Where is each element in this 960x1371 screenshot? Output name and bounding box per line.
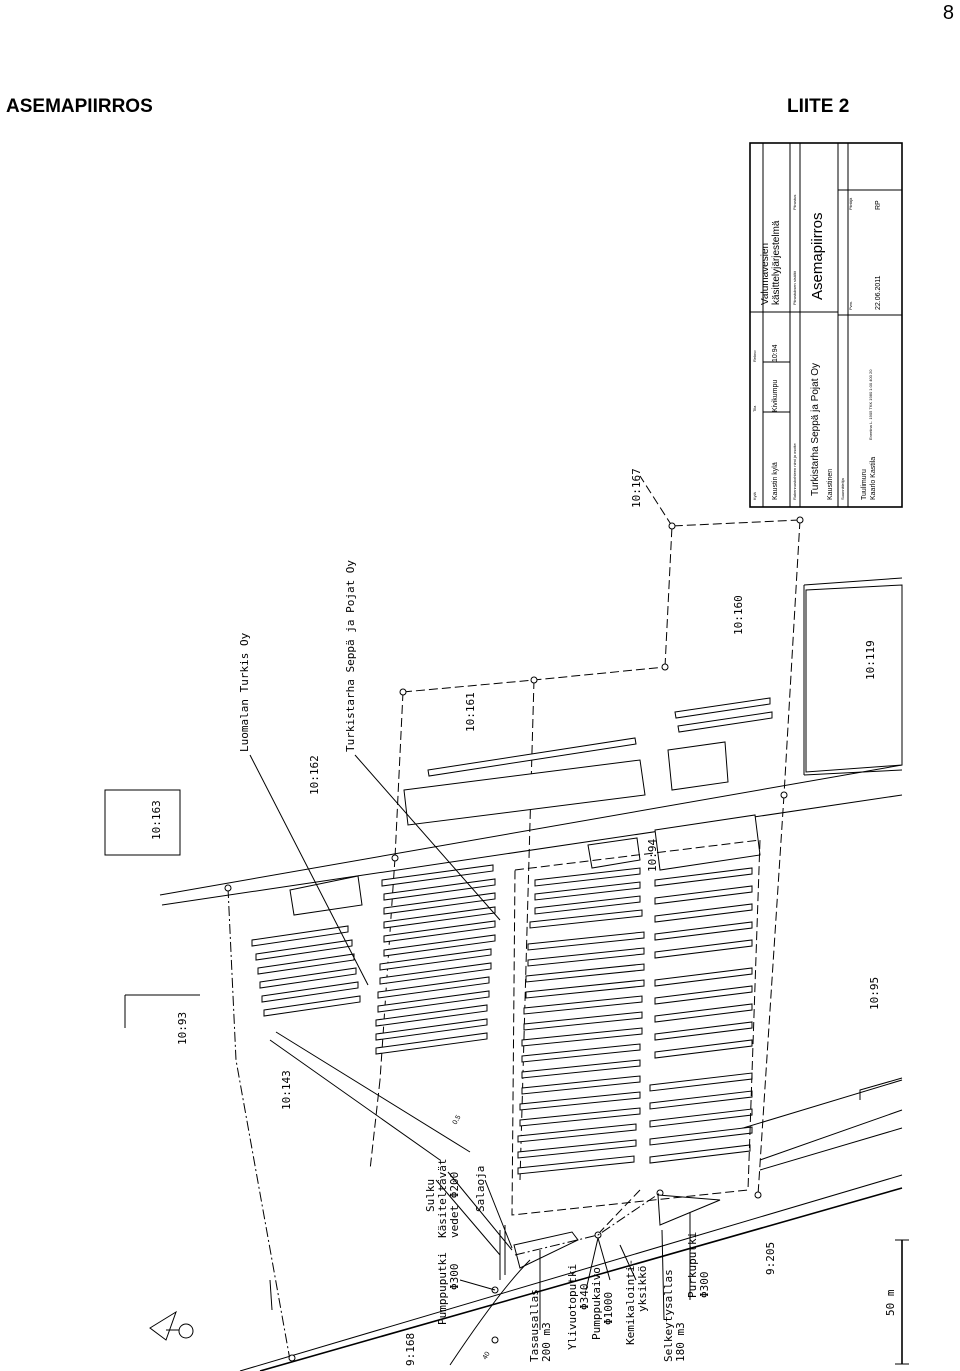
settling-basin-label: Selkeytysallas [662,1269,675,1362]
boundary-markers [224,516,804,1362]
property-boundaries [227,475,801,1361]
salaoja-label: Salaoja [474,1166,487,1212]
scale-bar [895,1239,909,1365]
title-block: Kylä Tila Rekno Kaustin kylä Kivikumpu 1… [749,142,903,508]
parcel-10-160: 10:160 [732,595,745,635]
treated-water-pipe-label: vedet Φ200 [448,1172,461,1238]
discharge-pipe-size: Φ300 [698,1272,711,1299]
tb-municipality: Kaustinen [827,469,834,500]
tb-designer-name: Kaarlo Kastila [870,457,877,500]
elevation-mark-1: 0.5 [452,1114,463,1126]
feature-labels: Luomalan Turkis Oy Turkistarha Seppä ja … [238,560,897,1362]
sulku-label: Sulku [424,1179,437,1212]
tb-village-header: Kylä [752,491,757,500]
tb-content-header: Piirustuksen sisältö [792,270,797,305]
chemical-unit-label: Kemikalointi- [624,1259,637,1345]
parcel-10-161: 10:161 [464,692,477,732]
settling-basin-volume: 180 m3 [674,1322,687,1362]
parcel-10-162: 10:162 [308,755,321,795]
pump-well-label: Pumppukaivo [590,1267,603,1340]
pump-pipe-label: Pumppuputki [436,1252,449,1325]
page-title: ASEMAPIIRROS [6,96,153,117]
tb-content: Asemapiirros [809,212,826,300]
buildings [104,584,903,1269]
parcel-10-94: 10:94 [646,839,659,872]
treated-water-label: Käsiteltävät [436,1159,449,1238]
tb-project: Turkistarha Seppä ja Pojat Oy [810,363,821,496]
overflow-pipe-label: Ylivuotoputki [566,1264,579,1350]
parcel-10-93: 10:93 [176,1012,189,1045]
parcel-10-163: 10:163 [150,800,163,840]
parcel-10-119: 10:119 [864,640,877,680]
north-arrow [149,1310,194,1341]
tb-estate-header: Tila [752,405,757,412]
elevation-mark-2: 40 [482,1351,492,1361]
parcel-10-143: 10:143 [280,1070,293,1110]
equalization-basin-label: Tasausallas [528,1289,541,1362]
scale-label: 50 m [884,1289,897,1316]
sheds-middle [375,864,496,1055]
owner-seppa-label: Turkistarha Seppä ja Pojat Oy [344,560,357,752]
tb-drawing-header: Piirustus [792,195,797,210]
sheds-west [251,925,361,1017]
pump-well-size: Φ1000 [602,1292,615,1325]
parcel-9-205: 9:205 [764,1242,777,1275]
tb-date-header: Pvm. [848,301,853,310]
equalization-basin-volume: 200 m3 [540,1322,553,1362]
tb-drafter-header: Piirtäjä [848,197,853,210]
discharge-pipe-label: Purkuputki [686,1232,699,1298]
tb-designer: Tuulimuru [861,469,868,500]
tb-project-header: Rakennuskohteen nimi ja osoite [792,443,797,500]
leader-lines [249,754,691,1366]
parcel-10-167: 10:167 [630,468,643,508]
parcel-labels: 10:167 10:160 10:161 10:162 10:163 10:11… [150,468,881,1366]
tb-regno-header: Rekno [752,350,757,362]
appendix-label: LIITE 2 [787,96,850,117]
tb-designer-header: Suunnittelija [840,477,845,500]
chemical-unit-label-2: yksikkö [636,1266,649,1312]
tb-contact: Enertina L. 1905 TKK 1980 1:00 400 20 [868,369,873,440]
parcel-10-95: 10:95 [868,977,881,1010]
tb-regno: 10:94 [772,344,779,362]
tb-village: Kaustin kylä [772,462,779,500]
tb-topic-2: käsittelyjärjestelmä [771,220,782,305]
owner-luomala-label: Luomalan Turkis Oy [238,632,251,752]
parcel-9-168: 9:168 [404,1333,417,1366]
page-number: 8 [942,2,954,24]
sheds-main [517,867,753,1175]
overflow-pipe-size: Φ340 [578,1284,591,1311]
tb-topic-1: Valumavesien [760,243,771,305]
roads [124,577,903,1371]
tb-drafter: RP [875,200,882,210]
tb-estate: Kivikumpu [772,380,779,412]
tb-date: 22.06.2011 [875,275,882,310]
pump-pipe-size: Φ300 [448,1264,461,1291]
